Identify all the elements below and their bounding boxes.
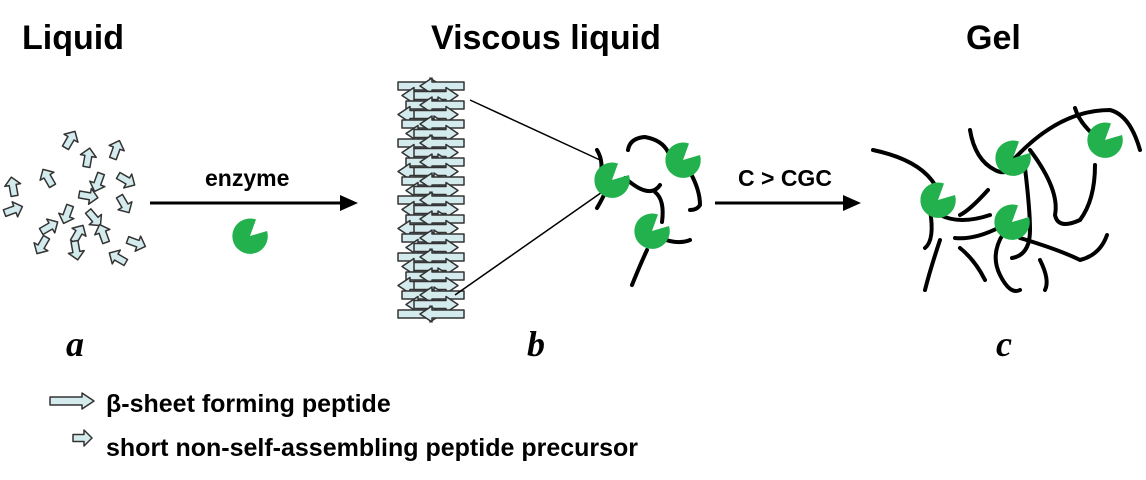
legend-beta-sheet-icon — [49, 392, 95, 410]
legend-precursor-icon — [72, 429, 93, 447]
cgc-step-arrowhead — [843, 195, 861, 211]
panel-letter-c: c — [996, 324, 1012, 364]
cgc-step-label: C > CGC — [738, 165, 832, 191]
pacman-enzyme-icon — [232, 218, 268, 254]
pacman-enzyme-icon — [920, 182, 956, 218]
enzyme-step-label: enzyme — [205, 165, 289, 191]
panel-letter-b: b — [527, 324, 545, 364]
pacman-enzyme-icon — [1087, 122, 1123, 158]
beta-sheet-fibril — [397, 77, 465, 323]
stage-title-liquid: Liquid — [22, 19, 124, 57]
legend-beta-sheet-label: β-sheet forming peptide — [106, 390, 391, 418]
zoom-line-bottom — [454, 189, 606, 296]
panel-letter-a: a — [66, 324, 84, 364]
gel-network — [871, 106, 1142, 293]
pacman-enzyme-icon — [665, 142, 701, 178]
pacman-enzyme-icon — [594, 162, 630, 198]
stage-title-gel: Gel — [966, 19, 1021, 57]
precursor-cloud — [1, 126, 149, 271]
enzyme-step-arrowhead — [340, 195, 358, 211]
zoom-line-top — [469, 99, 601, 161]
stage-title-viscous: Viscous liquid — [431, 19, 661, 57]
pacman-enzyme-icon — [994, 204, 1030, 240]
pacman-enzyme-icon — [634, 213, 670, 249]
legend-precursor-label: short non-self-assembling peptide precur… — [106, 434, 638, 462]
polymer-fragments — [595, 135, 702, 287]
